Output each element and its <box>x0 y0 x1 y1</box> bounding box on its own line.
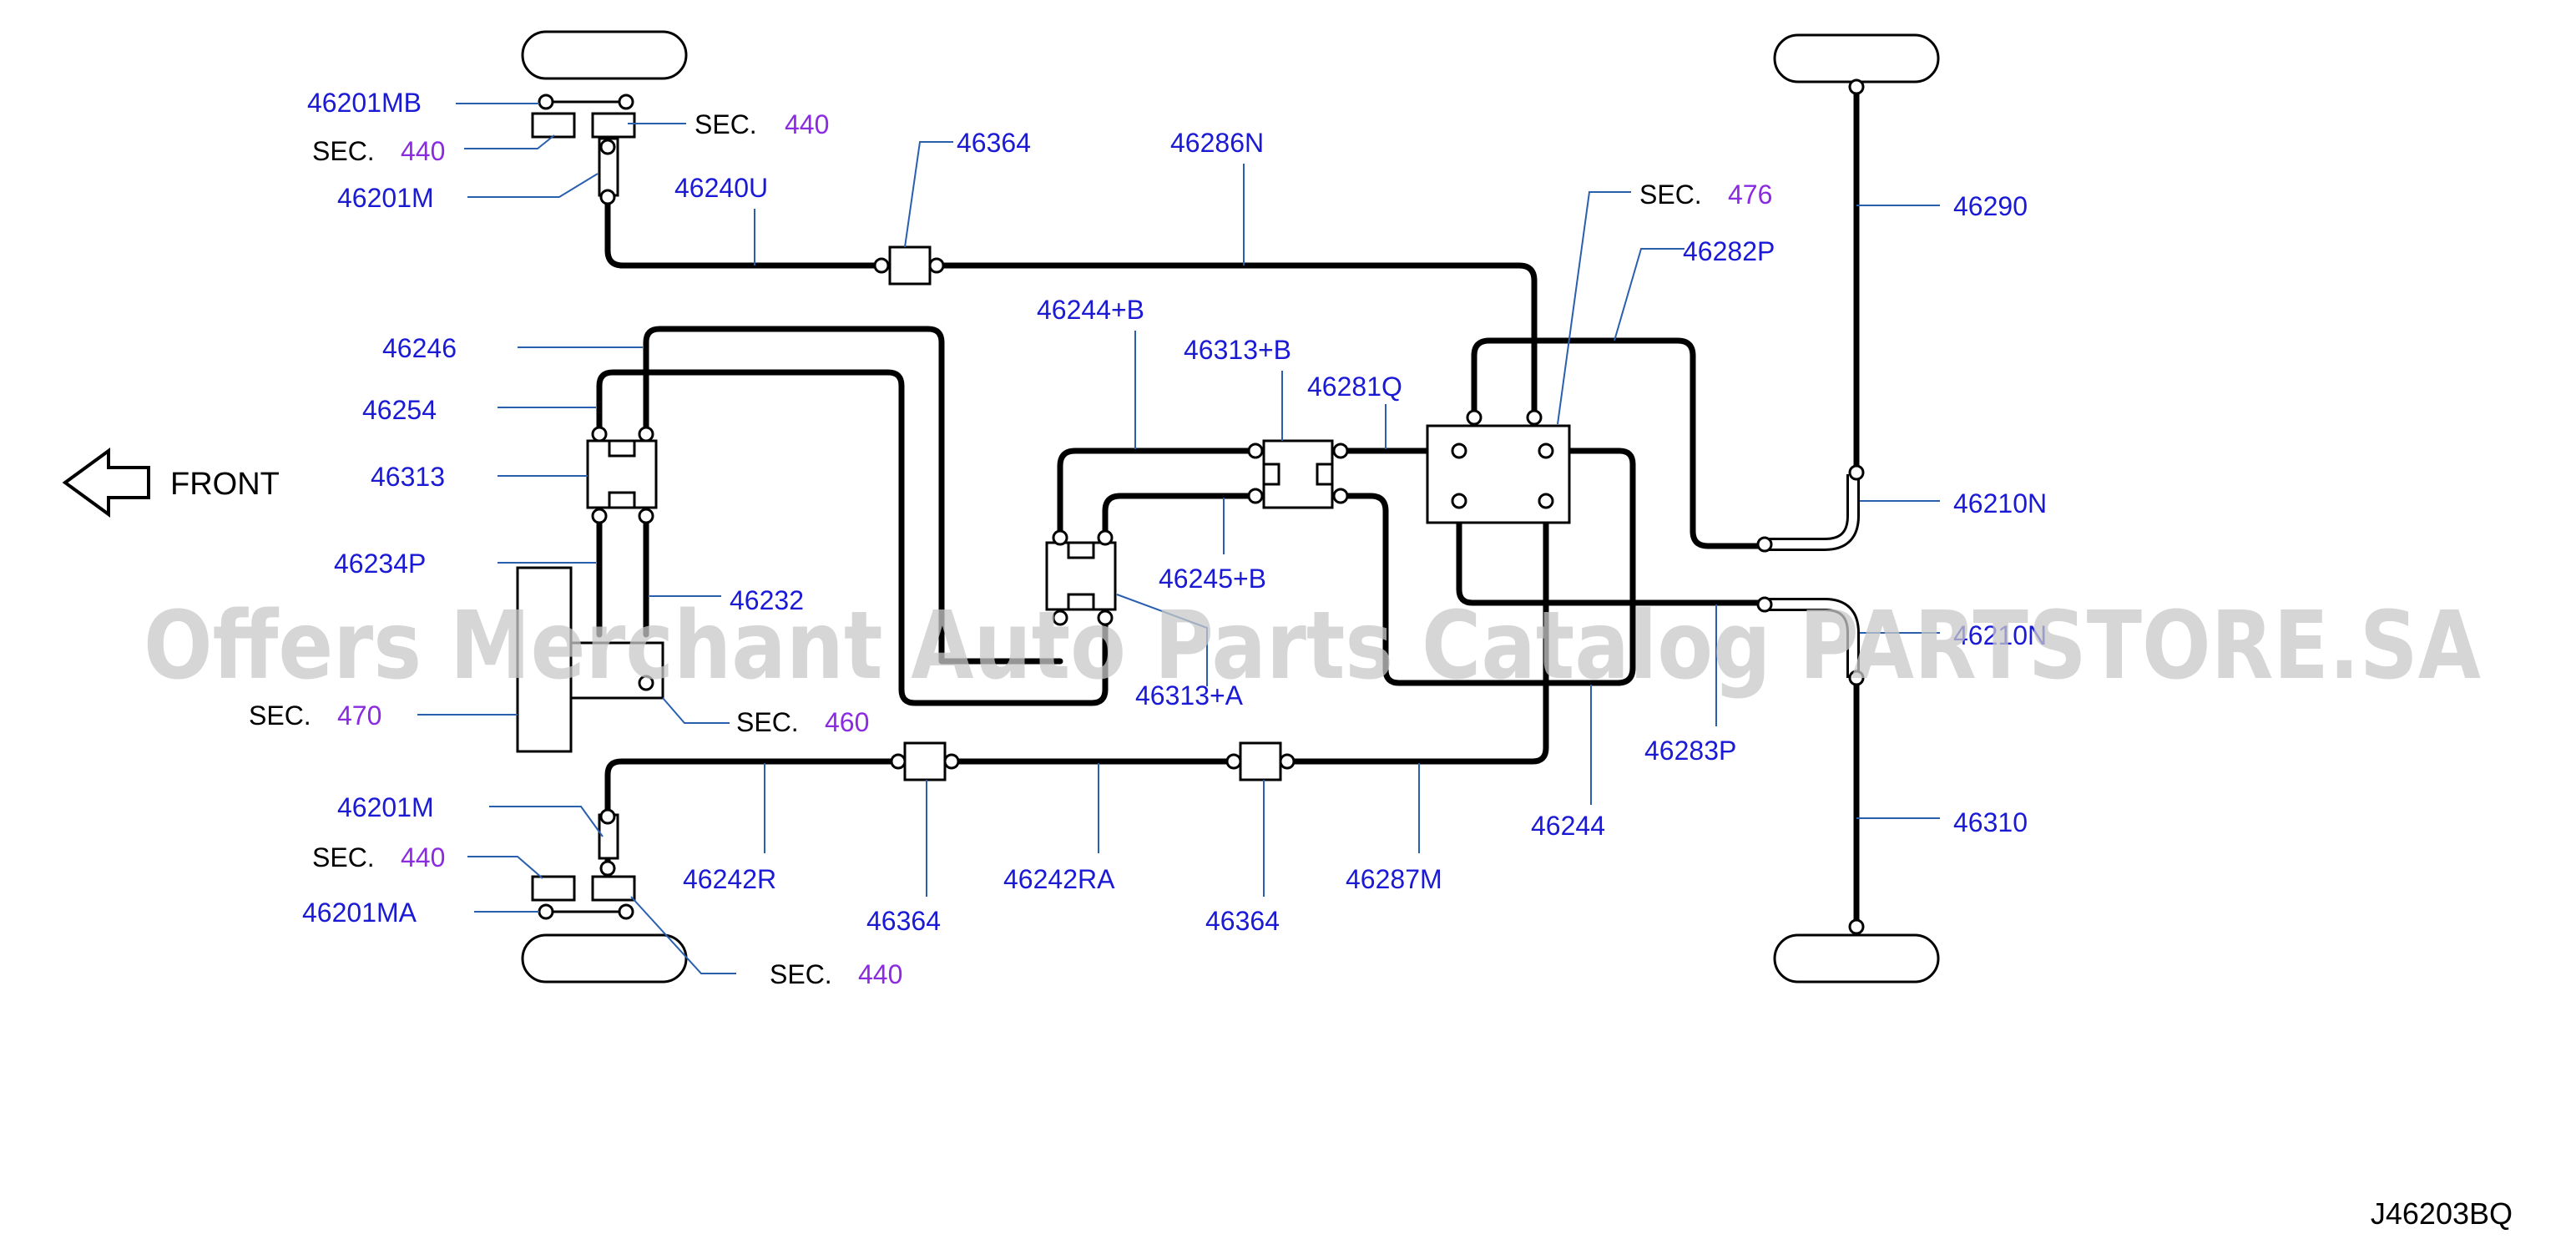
arrow-left-icon <box>62 448 150 518</box>
svg-text:SEC.: SEC. <box>736 707 799 737</box>
part-46313B[interactable]: 46313+B <box>1184 335 1291 365</box>
part-46287M[interactable]: 46287M <box>1346 864 1442 894</box>
part-46201MB[interactable]: 46201MB <box>307 88 422 118</box>
rear-left-wheel <box>1773 33 1940 83</box>
svg-text:SEC.: SEC. <box>1639 180 1702 210</box>
svg-text:SEC.: SEC. <box>312 136 375 166</box>
pipe-46240U <box>604 194 893 269</box>
part-46210N-lower[interactable]: 46210N <box>1953 620 2047 650</box>
part-46201MA[interactable]: 46201MA <box>302 898 417 928</box>
svg-text:440: 440 <box>858 959 902 989</box>
svg-text:440: 440 <box>401 842 445 872</box>
part-46283P[interactable]: 46283P <box>1644 736 1736 766</box>
section-ref-440-top-left[interactable]: SEC. 440 <box>312 136 445 166</box>
pipe-46282P <box>1471 337 1768 549</box>
part-46201M-bottom[interactable]: 46201M <box>337 792 434 822</box>
pipe-46254 <box>596 369 1109 706</box>
part-46290[interactable]: 46290 <box>1953 191 2028 221</box>
svg-text:440: 440 <box>401 136 445 166</box>
front-direction-arrow: FRONT <box>62 448 280 518</box>
svg-text:SEC.: SEC. <box>312 842 375 872</box>
part-46201M-top[interactable]: 46201M <box>337 183 434 213</box>
flex-hose-46210N-upper <box>1765 474 1857 549</box>
svg-text:470: 470 <box>337 700 381 731</box>
part-46364-bottom-1[interactable]: 46364 <box>866 906 941 936</box>
part-46244B[interactable]: 46244+B <box>1037 295 1144 325</box>
section-ref-440-bottom-right[interactable]: SEC. 440 <box>770 959 902 989</box>
section-ref-476[interactable]: SEC. 476 <box>1639 180 1772 210</box>
part-46242RA[interactable]: 46242RA <box>1003 864 1115 894</box>
svg-text:460: 460 <box>825 707 869 737</box>
pipe-46244B <box>1057 448 1259 548</box>
front-left-wheel <box>521 30 688 80</box>
watermark: Offers Merchant Auto Parts Catalog PARTS… <box>144 592 2481 700</box>
part-46313A[interactable]: 46313+A <box>1135 680 1244 711</box>
part-46281Q[interactable]: 46281Q <box>1307 372 1402 402</box>
pipe-46245B <box>1102 493 1259 548</box>
connector-46364-bottom-2 <box>1239 741 1282 781</box>
pipe-46246 <box>643 326 1063 665</box>
junction-block-46313A <box>1045 541 1117 611</box>
section-ref-460[interactable]: SEC. 460 <box>736 707 869 737</box>
pipe-46283P <box>1337 448 1636 686</box>
part-46282P[interactable]: 46282P <box>1683 236 1775 266</box>
part-46286N[interactable]: 46286N <box>1170 128 1264 158</box>
svg-text:476: 476 <box>1728 180 1772 210</box>
leader-lines <box>417 103 1940 974</box>
fittings <box>538 78 1865 935</box>
rear-right-wheel <box>1773 933 1940 984</box>
part-46232[interactable]: 46232 <box>730 585 804 615</box>
front-label: FRONT <box>170 467 280 502</box>
part-labels: 46201MB 46201M 46240U 46364 46286N 46290… <box>302 88 2047 936</box>
section-references: SEC. 440 SEC. 440 SEC. 476 SEC. 470 SEC.… <box>249 109 1772 989</box>
svg-text:SEC.: SEC. <box>249 700 311 731</box>
diagram-code: J46203BQ <box>2371 1196 2513 1231</box>
section-ref-440-top-right[interactable]: SEC. 440 <box>695 109 829 139</box>
part-46364-top[interactable]: 46364 <box>957 128 1031 158</box>
junction-block-46313B <box>1262 439 1334 509</box>
flex-hose-46210N-upper-outline <box>1765 474 1860 551</box>
front-right-wheel <box>521 933 688 984</box>
part-46245B[interactable]: 46245+B <box>1159 564 1266 594</box>
brake-booster <box>516 566 573 753</box>
junction-block-46313 <box>586 439 658 509</box>
part-46242R[interactable]: 46242R <box>683 864 776 894</box>
section-ref-470[interactable]: SEC. 470 <box>249 700 381 731</box>
part-46234P[interactable]: 46234P <box>334 549 426 579</box>
part-46364-bottom-2[interactable]: 46364 <box>1205 906 1280 936</box>
pipe-46242R <box>604 758 908 818</box>
part-46313[interactable]: 46313 <box>371 462 445 492</box>
pipe-46286N <box>927 262 1538 419</box>
part-46310[interactable]: 46310 <box>1953 807 2028 837</box>
flex-hose-46210N-lower <box>1765 600 1857 678</box>
svg-text:SEC.: SEC. <box>770 959 832 989</box>
section-ref-440-bottom-left[interactable]: SEC. 440 <box>312 842 445 872</box>
part-46210N-upper[interactable]: 46210N <box>1953 488 2047 518</box>
part-46244[interactable]: 46244 <box>1531 811 1605 841</box>
part-46240U[interactable]: 46240U <box>674 173 768 203</box>
connector-46364-top <box>888 245 932 286</box>
part-46254[interactable]: 46254 <box>362 395 437 425</box>
svg-text:440: 440 <box>785 109 829 139</box>
connector-46364-bottom-1 <box>903 741 947 781</box>
svg-text:SEC.: SEC. <box>695 109 757 139</box>
pipe-46244 <box>1456 498 1768 606</box>
pipe-46287M <box>1282 498 1549 765</box>
brake-pipes <box>596 88 1860 930</box>
part-46246[interactable]: 46246 <box>382 333 457 363</box>
front-right-caliper <box>531 813 636 913</box>
